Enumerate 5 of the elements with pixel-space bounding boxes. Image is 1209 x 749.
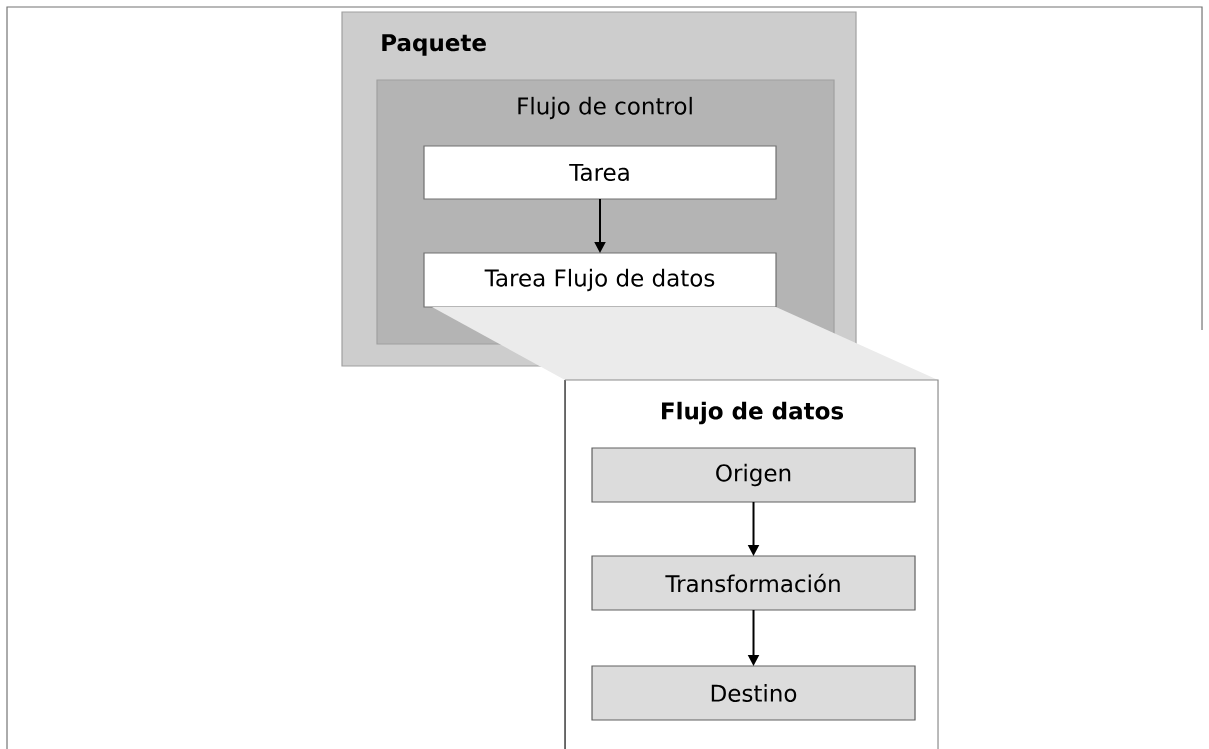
process-box: Transformación: [591, 555, 916, 611]
process-box: Tarea Flujo de datos: [423, 252, 777, 308]
process-box: Tarea: [423, 145, 777, 200]
process-box: Origen: [591, 447, 916, 503]
process-box: Destino: [591, 665, 916, 721]
